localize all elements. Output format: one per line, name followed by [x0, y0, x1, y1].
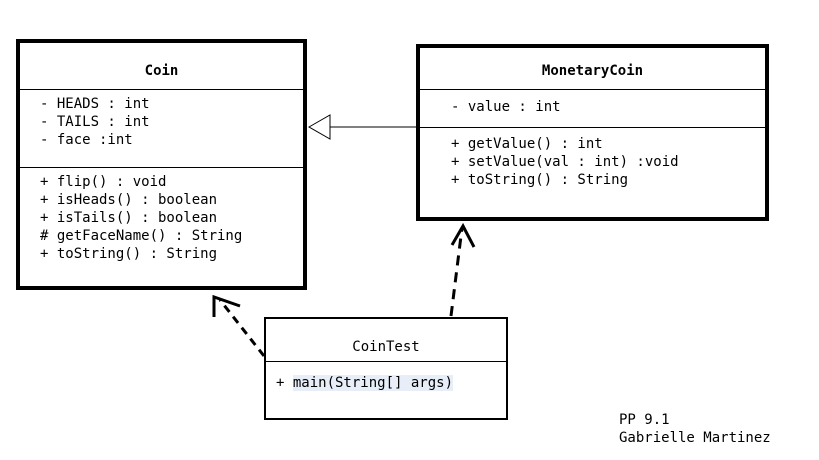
class-coin-test[interactable]: CoinTest + main(String[] args) [264, 317, 508, 420]
dependency-line-cointest-monetary [449, 227, 464, 317]
class-monetary-coin-title: MonetaryCoin [420, 48, 765, 90]
class-coin-attributes: - HEADS : int - TAILS : int - face :int [20, 90, 303, 168]
class-coin-test-operations: + main(String[] args) [266, 362, 506, 392]
operation: + toString() : String [451, 172, 629, 188]
operation: + setValue(val : int) :void [451, 154, 679, 170]
operation: + toString() : String [40, 246, 218, 262]
operation: + main(String[] args) [276, 374, 506, 392]
operation: # getFaceName() : String [40, 228, 243, 244]
visibility-marker: + [276, 375, 293, 391]
main-method-signature[interactable]: main(String[] args) [292, 375, 454, 391]
attribute: - HEADS : int [40, 96, 150, 112]
attribute: - value : int [451, 99, 561, 115]
dependency-line-cointest-coin [218, 299, 266, 357]
class-monetary-coin[interactable]: MonetaryCoin - value : int + getValue() … [416, 44, 769, 221]
class-monetary-coin-operations: + getValue() : int + setValue(val : int)… [420, 128, 765, 189]
attribute: - face :int [40, 132, 133, 148]
operation: + isHeads() : boolean [40, 192, 218, 208]
author-name: Gabrielle Martinez [619, 430, 771, 446]
operation: + isTails() : boolean [40, 210, 218, 226]
assignment-label: PP 9.1 [619, 412, 670, 428]
class-coin-title: Coin [20, 43, 303, 90]
generalization-arrowhead [307, 114, 331, 140]
class-monetary-coin-attributes: - value : int [420, 90, 765, 128]
operation: + flip() : void [40, 174, 167, 190]
class-coin-operations: + flip() : void + isHeads() : boolean + … [20, 168, 303, 263]
dependency-arrowhead-coin [212, 294, 241, 317]
dependency-arrowhead-monetary [450, 222, 476, 248]
class-coin[interactable]: Coin - HEADS : int - TAILS : int - face … [16, 39, 307, 290]
class-coin-test-title: CoinTest [266, 319, 506, 362]
attribute: - TAILS : int [40, 114, 150, 130]
operation: + getValue() : int [451, 136, 603, 152]
